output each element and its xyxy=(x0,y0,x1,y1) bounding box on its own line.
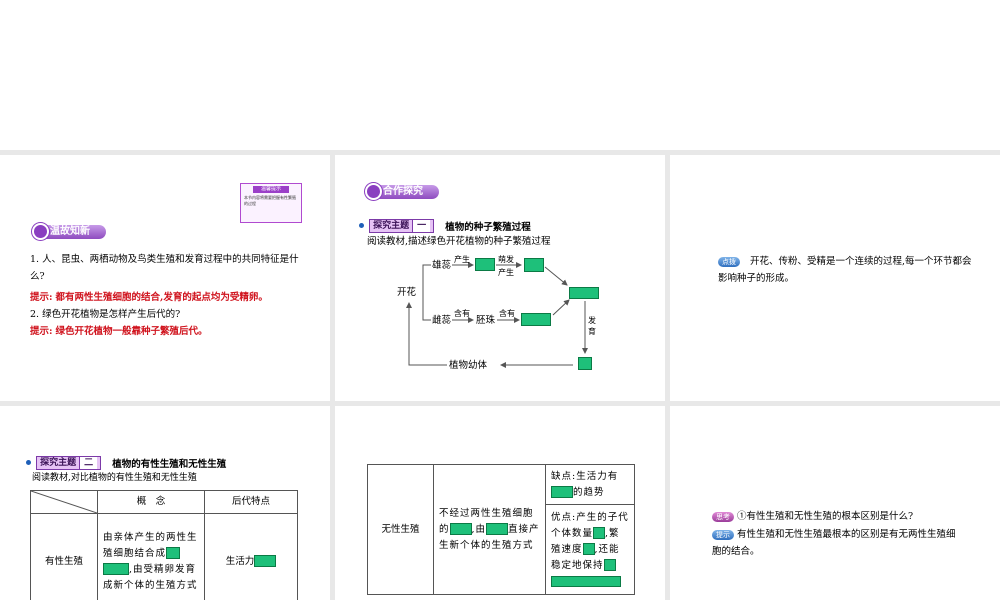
seed-flow-diagram xyxy=(406,262,588,368)
node-peizhu: 胚珠 xyxy=(476,315,496,326)
blank-14[interactable] xyxy=(603,559,616,571)
topic-box: 探究主题一 xyxy=(369,218,435,233)
blank-10[interactable] xyxy=(486,523,509,535)
answer-2: 提示: 绿色开花植物一般靠种子繁殖后代。 xyxy=(30,326,208,337)
bullet-icon-2 xyxy=(26,460,31,465)
node-xiongrui: 雄蕊 xyxy=(432,260,452,271)
blank-2[interactable] xyxy=(524,258,544,272)
slide-compare-2[interactable]: 无性生殖 不经过两性生殖细胞的,由直接产生新个体的生殖方式 缺点:生活力有的趋势… xyxy=(335,406,665,600)
topic-row-2: 探究主题二 植物的有性生殖和无性生殖 xyxy=(26,452,226,471)
cell-sexual-concept: 由亲体产生的两性生殖细胞结合成,由受精卵发育成新个体的生殖方式 xyxy=(97,513,205,600)
row-asexual: 无性生殖 xyxy=(367,464,434,595)
tip-note-text: 本节内容将需要把握有性繁殖的过程 xyxy=(244,195,296,206)
tip-note: 温馨提示 本节内容将需要把握有性繁殖的过程 xyxy=(240,183,302,223)
node-kaihua: 开花 xyxy=(397,287,417,298)
slide-tip[interactable]: 点拨 开花、传粉、受精是一个连续的过程,每一个环节都会影响种子的形成。 xyxy=(670,155,1000,401)
cell-sexual-traits: 生活力 xyxy=(204,513,298,600)
label-fayu: 发育 xyxy=(588,316,596,336)
blank-15[interactable] xyxy=(551,575,621,587)
top-blank-area xyxy=(0,0,1000,150)
col-traits: 后代特点 xyxy=(204,490,298,514)
blank-3[interactable] xyxy=(569,287,599,299)
think-tag: 思考 xyxy=(712,511,734,522)
question-2: 2. 绿色开花植物是怎样产生后代的? xyxy=(30,309,181,320)
arrow-to-merge-2 xyxy=(552,299,570,316)
answer-1: 提示: 都有两性生殖细胞的结合,发育的起点均为受精卵。 xyxy=(30,292,268,303)
topic-title-2: 植物的有性生殖和无性生殖 xyxy=(112,458,227,470)
intro-text-2: 阅读教材,对比植物的有性生殖和无性生殖 xyxy=(32,473,197,483)
blank-11[interactable] xyxy=(551,486,573,498)
intro-text: 阅读教材,描述绿色开花植物的种子繁殖过程 xyxy=(367,236,551,247)
blank-12[interactable] xyxy=(593,527,606,539)
topic-title: 植物的种子繁殖过程 xyxy=(445,221,531,233)
hint-tag: 提示 xyxy=(712,529,734,540)
question-1: 1. 人、昆虫、两栖动物及鸟类生殖和发育过程中的共同特征是什么? xyxy=(30,254,299,282)
bracket-line xyxy=(422,264,431,321)
label-hanyou-1: 含有 xyxy=(454,309,470,318)
think-question: 思考 ①有性生殖和无性生殖的根本区别是什么? xyxy=(712,508,982,525)
arrow-back-to-kaihua xyxy=(406,302,447,366)
blank-7[interactable] xyxy=(103,563,129,575)
blank-13[interactable] xyxy=(582,543,595,555)
blank-8[interactable] xyxy=(254,555,277,567)
slide-explore-seed[interactable]: 合作探究 探究主题一 植物的种子繁殖过程 阅读教材,描述绿色开花植物的种子繁殖过… xyxy=(335,155,665,401)
label-chansheng: 产生 xyxy=(454,255,470,264)
explore-heading-icon xyxy=(365,183,382,200)
explore-heading: 合作探究 xyxy=(365,183,439,200)
slide-compare-1[interactable]: 探究主题二 植物的有性生殖和无性生殖 阅读教材,对比植物的有性生殖和无性生殖 概… xyxy=(0,406,330,600)
cell-asexual-plus: 优点:产生的子代个体数量,繁殖速度,还能稳定地保持 xyxy=(545,504,635,595)
row-sexual: 有性生殖 xyxy=(30,513,98,600)
review-heading: 温故知新 xyxy=(32,223,106,240)
label-chansheng-2: 产生 xyxy=(498,268,514,277)
blank-9[interactable] xyxy=(449,523,472,535)
tip-note-title: 温馨提示 xyxy=(253,186,289,193)
compare-table-1: 概 念 后代特点 有性生殖 由亲体产生的两性生殖细胞结合成,由受精卵发育成新个体… xyxy=(30,490,298,600)
label-mengfa: 萌发 xyxy=(498,255,514,264)
table-corner xyxy=(30,490,98,514)
blank-1[interactable] xyxy=(475,258,495,271)
slide-review[interactable]: 温馨提示 本节内容将需要把握有性繁殖的过程 温故知新 1. 人、昆虫、两栖动物及… xyxy=(0,155,330,401)
bullet-icon xyxy=(359,223,364,228)
node-youti: 植物幼体 xyxy=(449,360,488,371)
label-hanyou-2: 含有 xyxy=(499,309,515,318)
diagonal-line xyxy=(31,491,97,513)
cell-asexual-minus: 缺点:生活力有的趋势 xyxy=(545,464,635,505)
tip-text: 开花、传粉、受精是一个连续的过程,每一个环节都会影响种子的形成。 xyxy=(718,256,972,284)
compare-table-2: 无性生殖 不经过两性生殖细胞的,由直接产生新个体的生殖方式 缺点:生活力有的趋势… xyxy=(367,464,635,595)
think-answer: 提示 有性生殖和无性生殖最根本的区别是有无两性生殖细胞的结合。 xyxy=(712,529,956,557)
cell-asexual-concept: 不经过两性生殖细胞的,由直接产生新个体的生殖方式 xyxy=(433,464,546,595)
blank-6[interactable] xyxy=(166,547,181,559)
node-cirui: 雌蕊 xyxy=(432,315,452,326)
slide-think[interactable]: 思考 ①有性生殖和无性生殖的根本区别是什么? 提示 有性生殖和无性生殖最根本的区… xyxy=(670,406,1000,600)
tip-tag: 点拨 xyxy=(718,257,740,267)
topic-box-2: 探究主题二 xyxy=(36,455,102,470)
blank-4[interactable] xyxy=(521,313,551,326)
topic-row: 探究主题一 植物的种子繁殖过程 xyxy=(359,215,531,234)
blank-5[interactable] xyxy=(578,357,592,370)
arrow-to-merge-1 xyxy=(544,266,568,286)
col-concept: 概 念 xyxy=(97,490,205,514)
review-heading-icon xyxy=(32,223,49,240)
